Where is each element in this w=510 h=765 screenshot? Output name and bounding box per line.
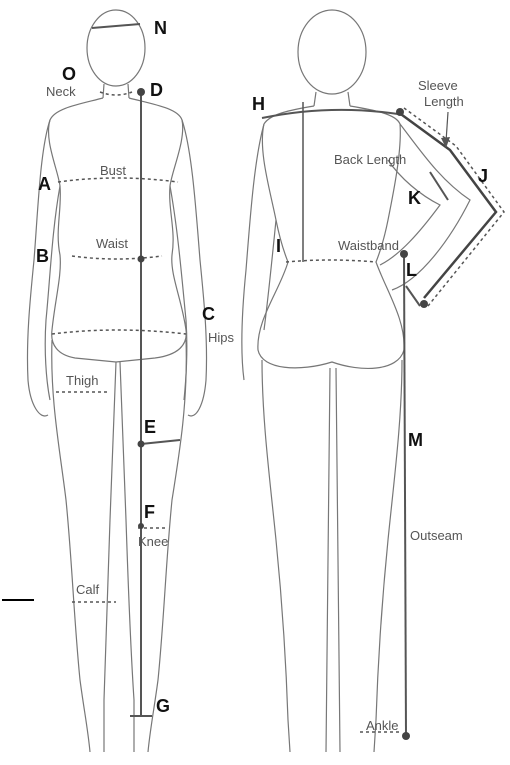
bust-guide: [58, 178, 178, 182]
label-I: I: [276, 236, 281, 256]
back-waist-guide: [286, 260, 376, 262]
label-D: D: [150, 80, 163, 100]
word-outseam: Outseam: [410, 528, 463, 543]
point-waist: [138, 256, 145, 263]
word-knee: Knee: [138, 534, 168, 549]
word-waist: Waist: [96, 236, 128, 251]
front-head: [87, 10, 145, 86]
waist-guide: [72, 256, 162, 259]
point-waistband: [400, 250, 408, 258]
label-H: H: [252, 94, 265, 114]
word-thigh: Thigh: [66, 373, 99, 388]
point-F: [138, 523, 144, 529]
point-D: [137, 88, 145, 96]
inseam-line-E: [141, 440, 180, 444]
label-L: L: [406, 260, 417, 280]
word-bust: Bust: [100, 163, 126, 178]
back-legs: [262, 360, 402, 752]
label-J: J: [478, 166, 488, 186]
point-E: [138, 441, 145, 448]
neck-guide: [100, 92, 132, 95]
word-hips: Hips: [208, 330, 235, 345]
label-A: A: [38, 174, 51, 194]
sleeve-arrowhead: [441, 137, 450, 148]
head-line-N: [92, 24, 140, 28]
word-back-length: Back Length: [334, 152, 406, 167]
label-M: M: [408, 430, 423, 450]
shoulder-line-H: [262, 110, 398, 118]
word-sleeve: Sleeve: [418, 78, 458, 93]
label-K: K: [408, 188, 421, 208]
bicep-line-K: [430, 172, 448, 200]
point-ankle: [402, 732, 410, 740]
point-sleeve-top: [396, 108, 404, 116]
point-sleeve-bottom: [420, 300, 428, 308]
word-neck: Neck: [46, 84, 76, 99]
label-G: G: [156, 696, 170, 716]
label-F: F: [144, 502, 155, 522]
front-figure: [2, 10, 207, 752]
hips-guide: [52, 330, 186, 334]
wrist-line-L: [406, 286, 420, 306]
back-right-arm: [380, 124, 470, 290]
back-figure: [242, 10, 504, 752]
back-left-arm: [242, 124, 276, 380]
label-C: C: [202, 304, 215, 324]
word-length: Length: [424, 94, 464, 109]
word-ankle: Ankle: [366, 718, 399, 733]
outseam-line-M: [404, 254, 406, 736]
label-O: O: [62, 64, 76, 84]
label-N: N: [154, 18, 167, 38]
label-E: E: [144, 417, 156, 437]
back-head: [298, 10, 366, 94]
front-torso: [49, 98, 187, 362]
word-calf: Calf: [76, 582, 100, 597]
label-B: B: [36, 246, 49, 266]
word-waistband: Waistband: [338, 238, 399, 253]
